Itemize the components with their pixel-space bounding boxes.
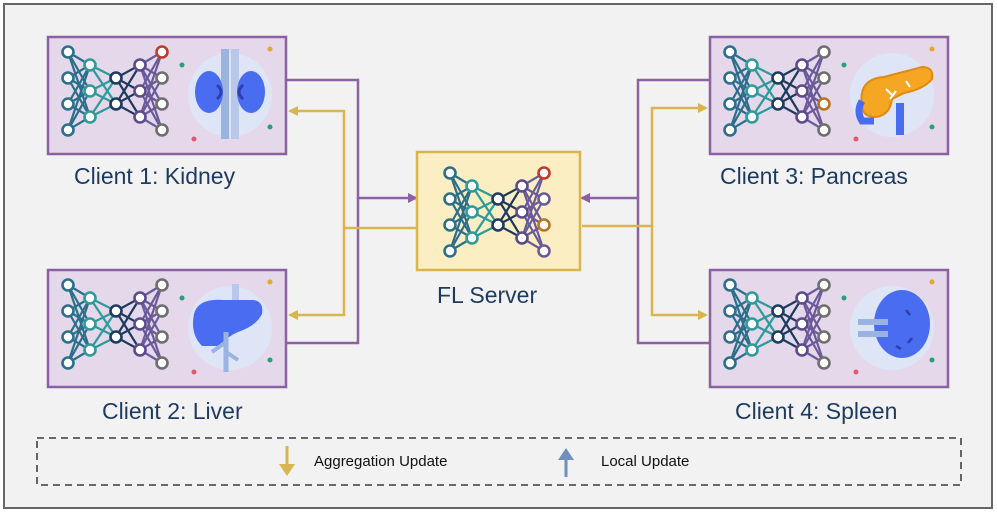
client4-to-server-line (636, 198, 710, 345)
neural-network-icon (61, 45, 169, 137)
client2-box (46, 268, 288, 389)
legend-aggregation-label: Aggregation Update (314, 453, 448, 470)
client2-label: Client 2: Liver (102, 398, 243, 424)
client1-to-server-line (286, 78, 418, 203)
server-to-client1-line (288, 106, 416, 230)
client2-to-server-line (286, 198, 360, 345)
neural-network-icon (723, 278, 831, 370)
pancreas-icon (850, 53, 934, 137)
client4-label: Client 4: Spleen (735, 398, 898, 424)
local-arrow-icon (558, 448, 574, 477)
aggregation-arrow-icon (279, 446, 295, 476)
spleen-icon (850, 286, 934, 370)
server-to-client4-line (650, 226, 708, 320)
liver-icon (188, 284, 272, 372)
client3-label: Client 3: Pancreas (720, 163, 908, 189)
client3-box (708, 35, 950, 156)
neural-network-icon (61, 278, 169, 370)
client1-box (46, 35, 288, 156)
server-to-client3-line (582, 103, 708, 228)
fl-server-box (415, 150, 582, 272)
server-network-icon (443, 166, 551, 258)
kidney-icon (188, 49, 272, 139)
server-label: FL Server (437, 282, 538, 308)
client1-label: Client 1: Kidney (74, 163, 236, 189)
neural-network-icon (723, 45, 831, 137)
neural-network-icon (443, 166, 551, 258)
legend-local-label: Local Update (601, 453, 690, 470)
client4-box (708, 268, 950, 389)
server-to-client2-line (288, 228, 346, 320)
client-boxes (46, 35, 950, 389)
aggregation-update-lines (288, 103, 708, 320)
legend-box (36, 437, 962, 486)
client3-to-server-line (580, 78, 710, 203)
local-update-lines (286, 78, 710, 345)
